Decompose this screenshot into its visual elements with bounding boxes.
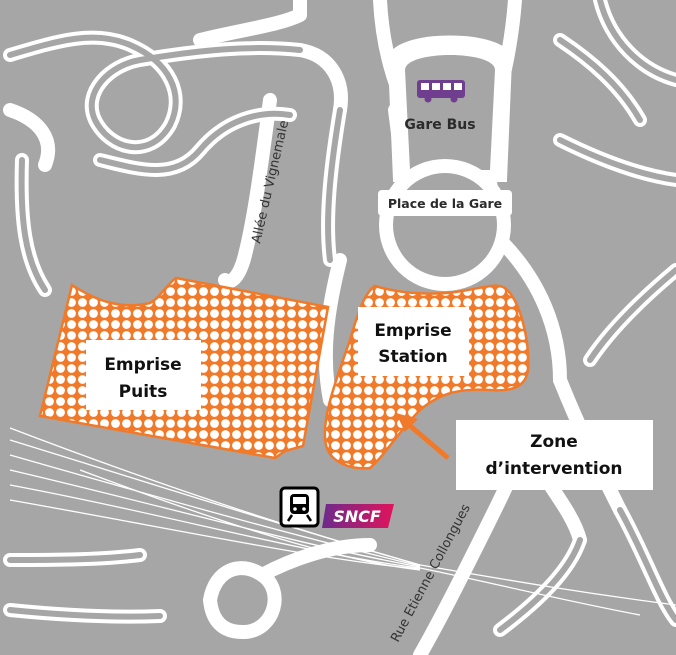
zone-emprise-station-label-line1: Emprise (374, 321, 451, 341)
railway-tracks (9, 427, 676, 616)
zone-emprise-puits-label-box (86, 340, 201, 410)
bus-icon (417, 80, 465, 103)
callout-line2: d’intervention (485, 459, 622, 479)
sncf-logo-text: SNCF (333, 507, 381, 526)
callout-line1: Zone (530, 432, 578, 452)
callout-box (456, 420, 653, 490)
train-icon (279, 486, 320, 528)
place-de-la-gare-label: Place de la Gare (388, 196, 502, 211)
zone-emprise-station-label-box (358, 307, 469, 376)
place-de-la-gare-roundabout (378, 35, 513, 291)
zone-emprise-station-label-line2: Station (378, 347, 448, 367)
zone-emprise-puits-label-line1: Emprise (104, 355, 181, 375)
road-network-fill (7, 0, 676, 633)
arrow-icon (396, 413, 450, 460)
sncf-logo: SNCF (322, 504, 394, 528)
gare-bus-label: Gare Bus (404, 117, 475, 133)
zone-emprise-puits-label-line2: Puits (119, 382, 168, 402)
